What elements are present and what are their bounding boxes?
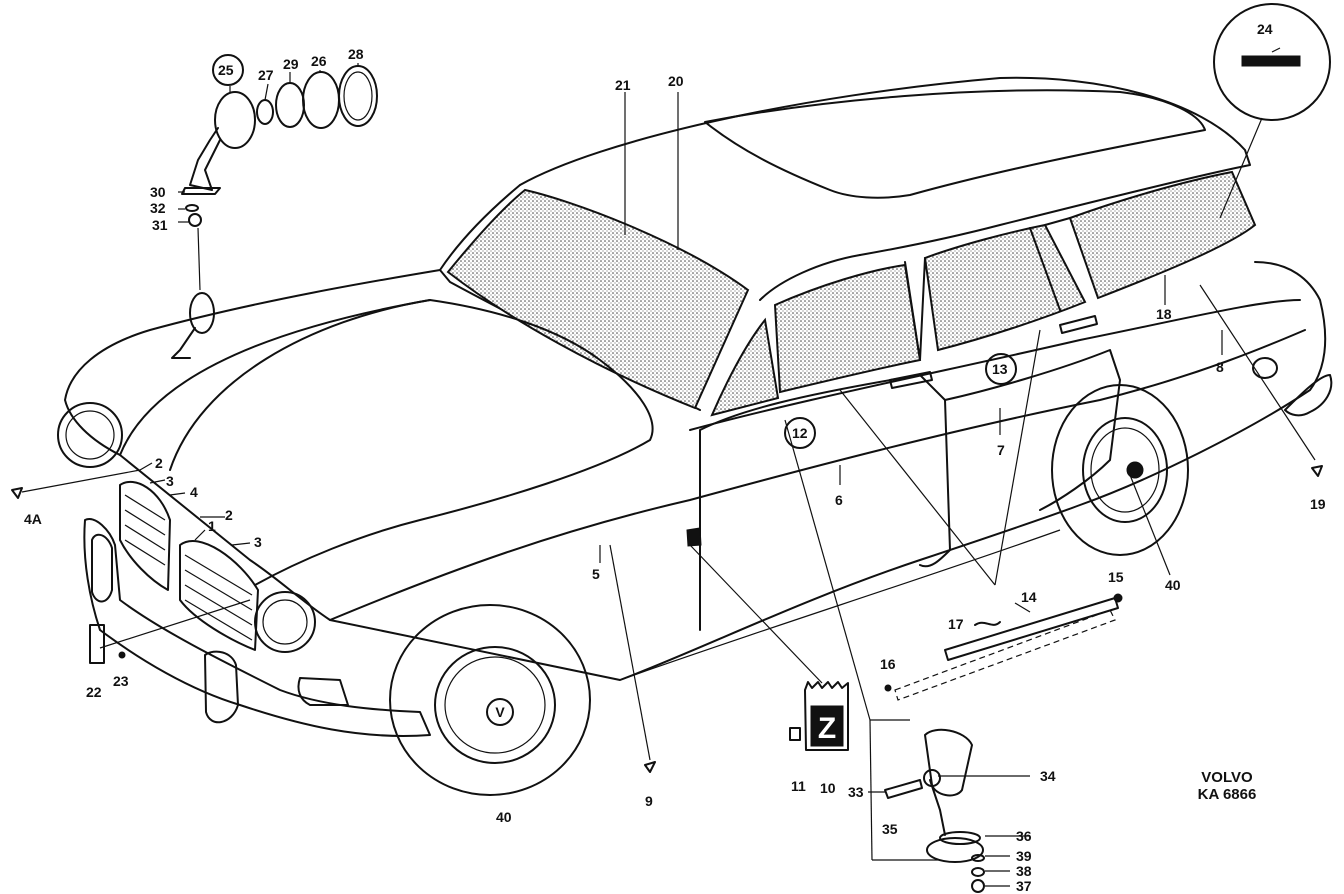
callout-28: 28 <box>348 46 364 62</box>
callout-1: 1 <box>208 518 216 534</box>
interior-mirror-group <box>870 719 985 893</box>
hubcap-letter: V <box>495 704 505 720</box>
cargo-side-window <box>1068 170 1257 300</box>
callout-30: 30 <box>150 184 166 200</box>
fuel-cap <box>1252 357 1278 379</box>
clip-4a <box>11 487 23 499</box>
callout-40b: 40 <box>1165 577 1181 593</box>
front-door-window <box>773 263 922 394</box>
wheel-rear <box>1051 384 1189 556</box>
callout-37: 37 <box>1016 878 1032 894</box>
callout-34: 34 <box>1040 768 1056 784</box>
headlamp-right <box>254 591 316 653</box>
wing-mirror-on-car <box>171 292 215 359</box>
badge-letter: Z <box>818 712 836 745</box>
front-door <box>699 374 951 631</box>
callout-24: 24 <box>1257 21 1273 37</box>
brand-name: VOLVO <box>1201 769 1253 786</box>
callout-10: 10 <box>820 780 836 796</box>
clip-9 <box>644 761 656 773</box>
clip-19 <box>1311 465 1323 477</box>
callout-12: 12 <box>792 425 808 441</box>
rear-door-window <box>923 223 1087 352</box>
callout-8: 8 <box>1216 359 1224 375</box>
callout-18: 18 <box>1156 306 1172 322</box>
windscreen <box>446 188 750 410</box>
callout-19: 19 <box>1310 496 1326 512</box>
callout-5: 5 <box>592 566 600 582</box>
front-bumper <box>83 518 431 737</box>
leader-lines <box>21 47 1316 887</box>
roof-panel <box>704 89 1206 199</box>
bonnet <box>119 299 654 586</box>
callout-2b: 2 <box>225 507 233 523</box>
screw-23 <box>118 651 126 659</box>
callout-2a: 2 <box>155 455 163 471</box>
drawing-reference: VOLVO KA 6866 <box>1198 769 1257 803</box>
callout-25: 25 <box>218 62 234 78</box>
callout-20: 20 <box>668 73 684 89</box>
moulding-strip-group <box>884 593 1123 701</box>
callout-13: 13 <box>992 361 1008 377</box>
callout-4a: 4A <box>24 511 42 527</box>
car-body <box>64 76 1333 681</box>
callout-39: 39 <box>1016 848 1032 864</box>
callout-26: 26 <box>311 53 327 69</box>
circled-callouts <box>212 54 1017 449</box>
callout-21: 21 <box>615 77 631 93</box>
emblem-22 <box>89 624 105 664</box>
drawing-number: KA 6866 <box>1198 786 1257 803</box>
mirror-exploded-group <box>181 65 378 291</box>
callout-3b: 3 <box>254 534 262 550</box>
callout-11: 11 <box>791 778 806 794</box>
wheel-front: V <box>389 604 591 796</box>
rear-bumper <box>1284 374 1333 417</box>
callout-33: 33 <box>848 784 864 800</box>
callout-36: 36 <box>1016 828 1032 844</box>
body-outline <box>64 261 1327 681</box>
callout-9: 9 <box>645 793 653 809</box>
callout-16: 16 <box>880 656 896 672</box>
callout-22: 22 <box>86 684 102 700</box>
callout-4: 4 <box>190 484 198 500</box>
callout-27: 27 <box>258 67 274 83</box>
headlamp-left <box>57 402 123 468</box>
callout-32: 32 <box>150 200 166 216</box>
callout-3a: 3 <box>166 473 174 489</box>
callout-labels: 1 2 2 3 3 4 4A 5 6 7 8 9 10 11 12 13 14 … <box>24 21 1326 894</box>
callout-35: 35 <box>882 821 898 837</box>
callout-29: 29 <box>283 56 299 72</box>
callout-6: 6 <box>835 492 843 508</box>
inset-detail-24 <box>1213 3 1331 219</box>
callout-7: 7 <box>997 442 1005 458</box>
callout-40a: 40 <box>496 809 512 825</box>
callout-14: 14 <box>1021 589 1037 605</box>
grille-right <box>179 540 259 651</box>
grille-left <box>119 480 171 591</box>
callout-38: 38 <box>1016 863 1032 879</box>
quarter-window-front <box>710 317 780 417</box>
callout-17: 17 <box>948 616 964 632</box>
callout-23: 23 <box>113 673 129 689</box>
callout-31: 31 <box>152 217 168 233</box>
badge-group: Z <box>686 527 849 751</box>
rear-door <box>944 349 1121 511</box>
callout-15: 15 <box>1108 569 1124 585</box>
